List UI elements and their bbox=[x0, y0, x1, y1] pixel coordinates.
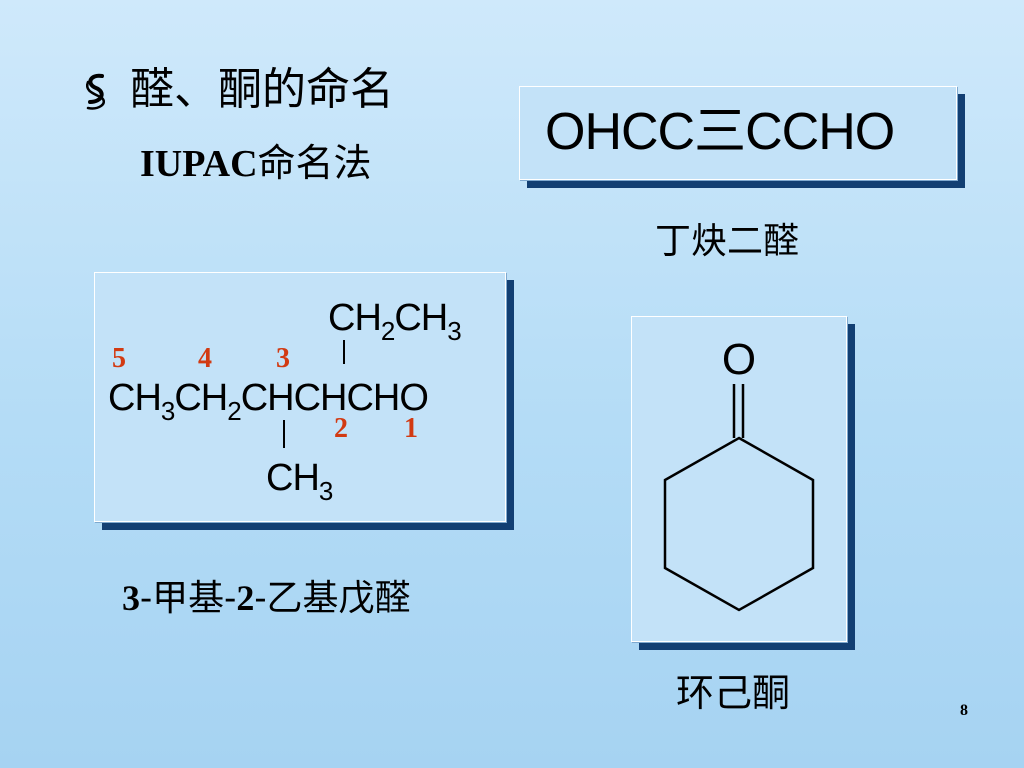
chain-number-3: 3 bbox=[276, 343, 290, 374]
butynedial-name: 丁炔二醛 bbox=[655, 221, 800, 262]
chain-number-2: 2 bbox=[334, 413, 348, 444]
carbonyl-oxygen: O bbox=[722, 335, 756, 384]
subtitle-cn: 命名法 bbox=[257, 141, 372, 185]
methylethylpentanal-name: 3-甲基-2-乙基戊醛 bbox=[122, 578, 411, 619]
scroll-bullet-icon bbox=[85, 73, 105, 110]
cyclohexane-ring bbox=[663, 436, 815, 612]
slide-subtitle: IUPAC命名法 bbox=[140, 138, 372, 189]
chain-number-1: 1 bbox=[404, 413, 418, 444]
main-chain: CH3CH2CHCHCHO bbox=[108, 377, 429, 426]
chain-number-4: 4 bbox=[198, 343, 212, 374]
page-number: 8 bbox=[960, 702, 968, 719]
slide-title: 醛、酮的命名 bbox=[130, 64, 394, 115]
formula-box-methylethylpentanal bbox=[94, 272, 506, 522]
top-branch-ethyl: CH2CH3 bbox=[328, 297, 462, 346]
butynedial-formula: OHCC三CCHO bbox=[545, 103, 895, 161]
cyclohexanone-structure: O bbox=[663, 335, 815, 612]
subtitle-latin: IUPAC bbox=[140, 143, 258, 185]
bottom-branch-methyl: CH3 bbox=[266, 457, 333, 506]
formula-box-butynedial bbox=[519, 86, 957, 180]
chain-number-5: 5 bbox=[112, 343, 126, 374]
bond-to-methyl bbox=[283, 420, 285, 448]
cyclohexanone-name: 环己酮 bbox=[676, 671, 791, 715]
bond-to-ethyl bbox=[343, 340, 345, 364]
